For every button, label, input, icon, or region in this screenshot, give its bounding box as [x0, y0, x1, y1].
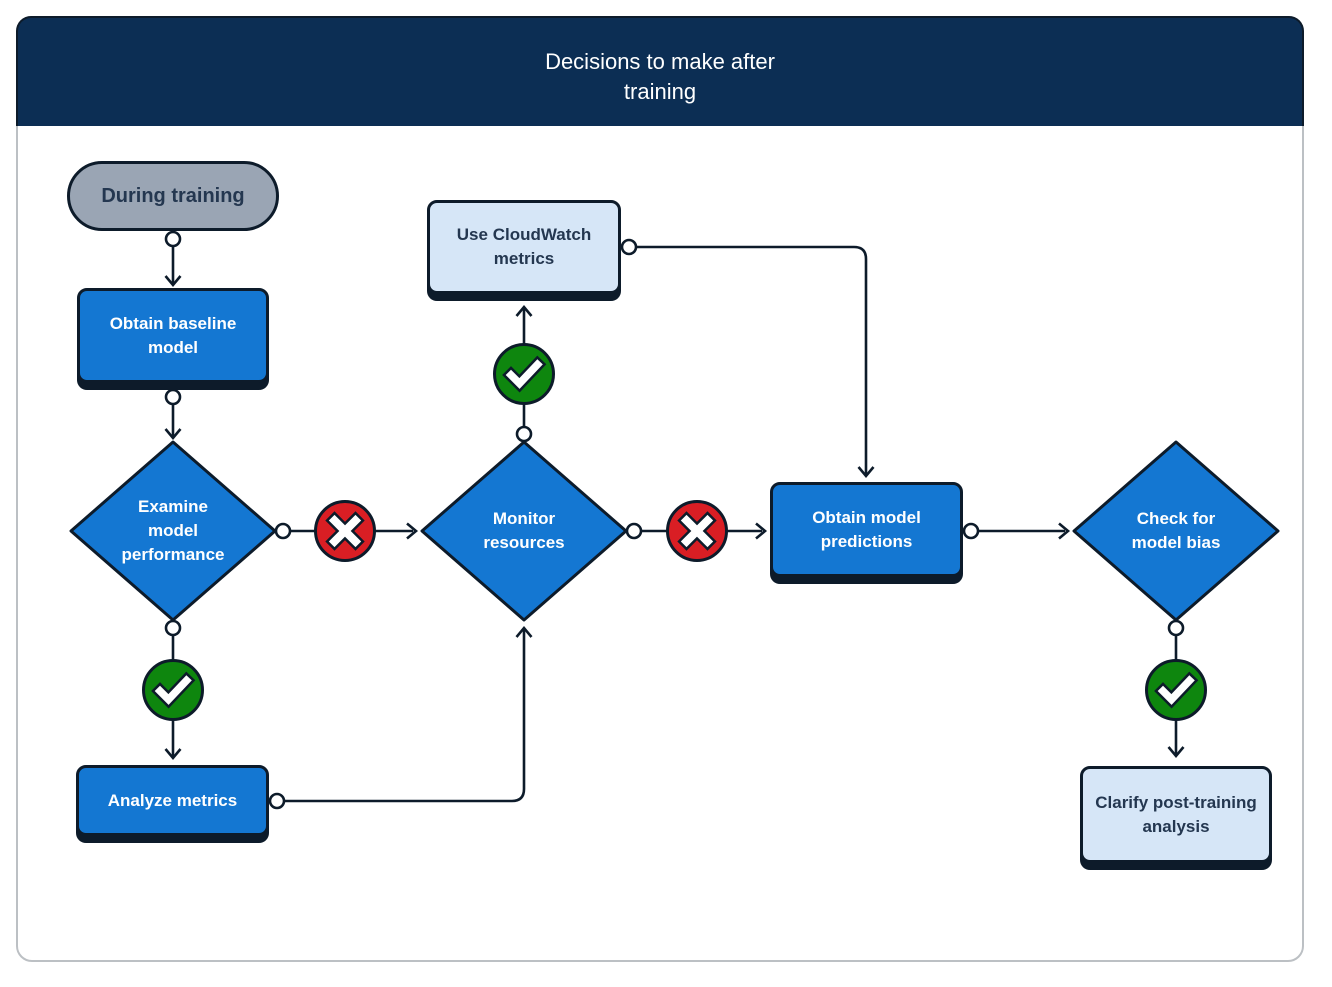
node-examine-model-performance-shape [69, 440, 277, 622]
check-circle-icon [142, 659, 204, 721]
node-label: Obtain baseline model [109, 313, 237, 357]
edge-obtain-predictions-to-check-bias [962, 522, 1071, 540]
edge-check-bias-to-clarify-post-training [1167, 619, 1185, 759]
edge-obtain-baseline-to-examine-performance [164, 388, 182, 441]
x-circle-icon [314, 500, 376, 562]
connection-dot [164, 230, 182, 248]
node-label: Obtain model predictions [812, 507, 921, 551]
check-circle-icon [1145, 659, 1207, 721]
connection-dot [164, 619, 182, 637]
node-obtain-baseline-model: Obtain baseline model [77, 288, 269, 383]
diagram-title: Decisions to make after training [545, 49, 775, 104]
connection-dot [268, 792, 286, 810]
node-label: During training [101, 184, 245, 207]
x-circle-icon [666, 500, 728, 562]
node-label: Clarify post-training analysis [1095, 792, 1257, 836]
title-bar: Decisions to make after training [16, 16, 1304, 126]
edge-during-training-to-obtain-baseline [164, 230, 182, 288]
connection-dot [164, 388, 182, 406]
check-circle-icon [493, 343, 555, 405]
connection-dot [1167, 619, 1185, 637]
connection-dot [962, 522, 980, 540]
node-analyze-metrics: Analyze metrics [76, 765, 269, 836]
connection-dot [625, 522, 643, 540]
node-check-for-model-bias-shape [1072, 440, 1280, 622]
edge-analyze-metrics-to-monitor-resources [268, 625, 533, 810]
node-clarify-post-training-analysis: Clarify post-training analysis [1080, 766, 1272, 863]
node-obtain-model-predictions: Obtain model predictions [770, 482, 963, 577]
edge-use-cloudwatch-to-obtain-predictions [620, 238, 875, 479]
node-label: Use CloudWatch metrics [456, 225, 592, 268]
node-during-training: During training [67, 161, 279, 231]
connection-dot [515, 425, 533, 443]
connection-dot [274, 522, 292, 540]
connection-dot [620, 238, 638, 256]
node-use-cloudwatch-metrics: Use CloudWatch metrics [427, 200, 621, 294]
node-label: Analyze metrics [107, 790, 238, 810]
node-monitor-resources-shape [420, 440, 628, 622]
